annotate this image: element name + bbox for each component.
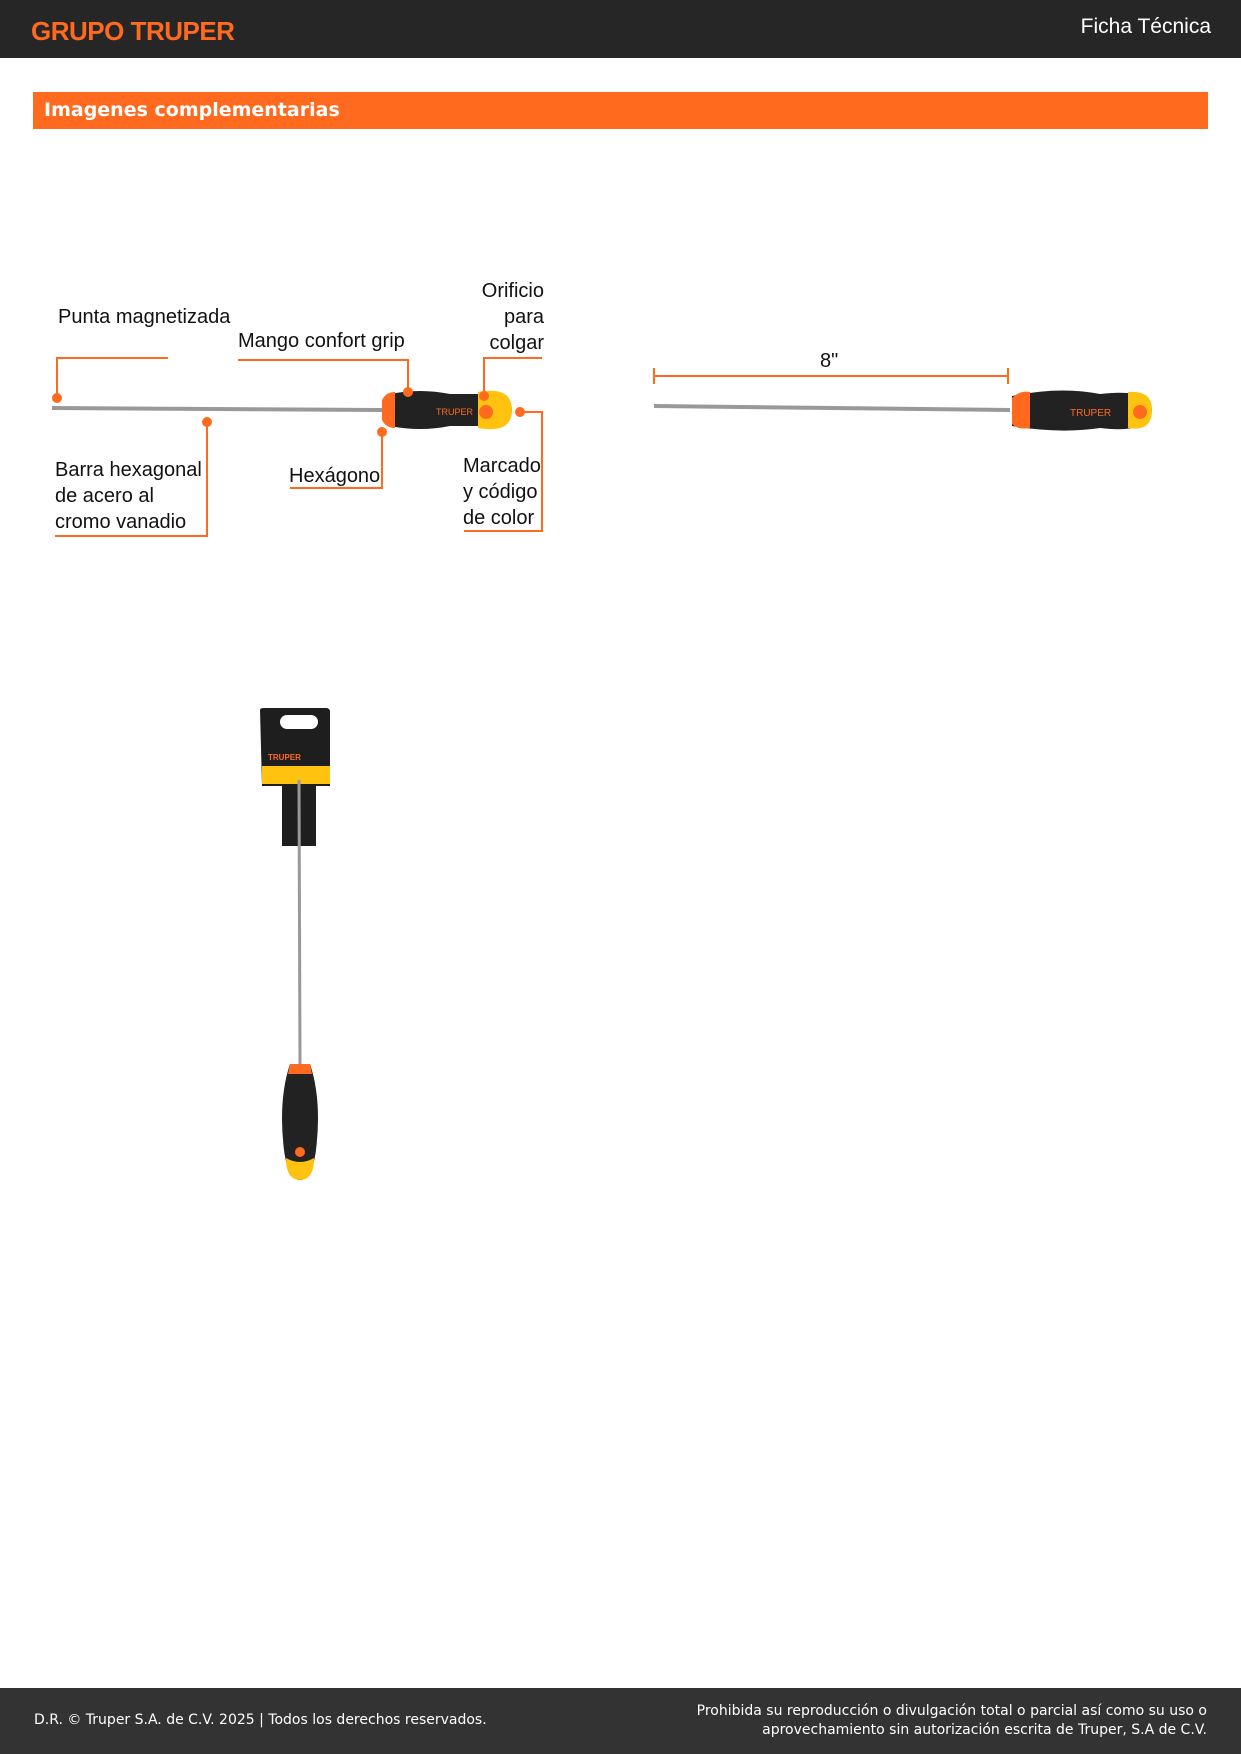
callout-bar: Barra hexagonal de acero al cromo vanadi…	[55, 457, 202, 535]
callout-mark-line: de color	[463, 507, 535, 529]
callout-hole-line: colgar	[489, 332, 544, 354]
legal-line: aprovechamiento sin autorización escrita…	[762, 1722, 1207, 1738]
callout-tip: Punta magnetizada	[58, 306, 231, 328]
svg-text:TRUPER: TRUPER	[268, 753, 301, 762]
callout-bar-line: Barra hexagonal	[55, 459, 202, 481]
callout-hole-line: Orificio	[481, 280, 544, 302]
callout-hex: Hexágono	[289, 465, 381, 487]
svg-text:TRUPER: TRUPER	[1070, 408, 1111, 419]
product-diagrams: TRUPER TRUPER TRUPER	[51, 357, 1152, 1180]
screwdriver-annotated: TRUPER	[51, 357, 543, 537]
screwdriver-dimension: TRUPER	[653, 368, 1152, 431]
packaged-screwdriver: TRUPER	[260, 708, 330, 1180]
handle-brand: TRUPER	[436, 407, 474, 417]
callout-mark: Marcado y código de color	[463, 453, 541, 531]
header-bar: GRUPO TRUPER Ficha Técnica	[0, 0, 1241, 58]
section-title: Imagenes complementarias	[33, 92, 1208, 129]
callout-mark-line: Marcado	[463, 455, 541, 477]
dimension-label: 8"	[820, 350, 839, 372]
callout-bar-line: de acero al	[55, 485, 154, 507]
callout-bar-line: cromo vanadio	[55, 511, 187, 533]
legal-notice: Prohibida su reproducción o divulgación …	[697, 1702, 1207, 1740]
logo: GRUPO TRUPER	[31, 16, 235, 46]
callout-grip: Mango confort grip	[238, 330, 405, 352]
doc-title: Ficha Técnica	[1080, 15, 1211, 38]
callout-hole: Orificio para colgar	[462, 278, 544, 356]
callout-mark-line: y código	[463, 481, 538, 503]
copyright: D.R. © Truper S.A. de C.V. 2025 | Todos …	[34, 1712, 487, 1728]
footer: D.R. © Truper S.A. de C.V. 2025 | Todos …	[0, 1688, 1241, 1754]
legal-line: Prohibida su reproducción o divulgación …	[696, 1703, 1207, 1719]
callout-hole-line: para	[503, 306, 544, 328]
